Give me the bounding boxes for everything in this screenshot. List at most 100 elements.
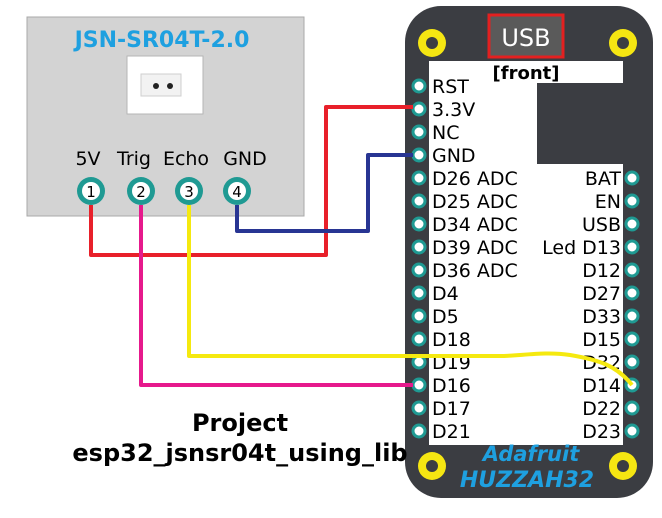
pin-label: D17 <box>432 398 471 420</box>
board-pin-d5: D5 <box>411 306 459 328</box>
board-pin-usb: USB <box>582 214 640 236</box>
sensor-pin-number: 4 <box>232 183 242 201</box>
pin-label: USB <box>582 214 621 236</box>
board-pin-nc: NC <box>411 122 459 144</box>
board-pin-bat: BAT <box>585 168 640 190</box>
pin-label: D5 <box>432 306 459 328</box>
sensor-pin-label-5v: 5V <box>75 148 100 170</box>
pin-label: D39 ADC <box>432 237 518 259</box>
board-pin-en: EN <box>595 191 640 213</box>
pin-label: D23 <box>582 421 621 443</box>
pin-label: D22 <box>582 398 621 420</box>
pin-pad <box>624 262 640 278</box>
project-caption: Project esp32_jsnsr04t_using_lib <box>30 408 450 468</box>
board-pin-d15: D15 <box>582 329 640 351</box>
board-pin-d21: D21 <box>411 421 471 443</box>
pin-pad <box>624 285 640 301</box>
pin-label: D25 ADC <box>432 191 518 213</box>
caption-line-1: Project <box>191 409 289 437</box>
pin-label: 3.3V <box>432 99 475 121</box>
sensor-pin-label-trig: Trig <box>116 148 151 170</box>
pin-label: D34 ADC <box>432 214 518 236</box>
pin-pad <box>624 423 640 439</box>
pin-label: D18 <box>432 329 471 351</box>
pin-pad <box>411 400 427 416</box>
sensor-pin-number: 3 <box>184 183 194 201</box>
pin-pad <box>624 400 640 416</box>
pin-pad <box>411 147 427 163</box>
pin-pad <box>624 216 640 232</box>
pin-pad <box>411 124 427 140</box>
brand-huzzah32: HUZZAH32 <box>460 468 594 493</box>
wire-trig-to-d16 <box>139 205 413 387</box>
board-pin-d25-adc: D25 ADC <box>411 191 518 213</box>
sensor-pin-label-gnd: GND <box>223 148 267 170</box>
connector-contact <box>153 83 159 89</box>
board-pin-rst: RST <box>411 76 469 98</box>
sensor-pin-3: 3 <box>175 177 203 205</box>
pin-pad <box>411 193 427 209</box>
mount-hole-top-right <box>609 29 637 57</box>
pin-label: EN <box>595 191 621 213</box>
sensor-pin-4: 4 <box>223 177 251 205</box>
pin-pad <box>624 354 640 370</box>
board-pin-d14: D14 <box>582 375 640 397</box>
board-pin-d12: D12 <box>582 260 640 282</box>
sensor-body <box>26 16 305 217</box>
pin-pad <box>411 285 427 301</box>
pin-label: D33 <box>582 306 621 328</box>
board-pin-d26-adc: D26 ADC <box>411 168 518 190</box>
pin-pad <box>624 308 640 324</box>
pin-pad <box>624 193 640 209</box>
sensor-pin-2: 2 <box>127 177 155 205</box>
pin-label: D15 <box>582 329 621 351</box>
usb-label: USB <box>501 24 550 52</box>
pin-label: RST <box>432 76 469 98</box>
board-pin-d23: D23 <box>582 421 640 443</box>
board-pin-d33: D33 <box>582 306 640 328</box>
wire-gnd-to-gnd <box>235 153 413 233</box>
pin-label: D4 <box>432 283 459 305</box>
pin-label: D21 <box>432 421 471 443</box>
label-panel-right-column <box>537 164 623 445</box>
sensor-module: JSN-SR04T-2.0 5V Trig Echo GND 1 2 3 4 <box>26 16 305 217</box>
board-pin-d27: D27 <box>582 283 640 305</box>
board-pin-d36-adc: D36 ADC <box>411 260 518 282</box>
board-pin-3-3v: 3.3V <box>411 99 475 121</box>
mount-hole-top-left <box>418 29 446 57</box>
pin-label: GND <box>432 145 476 167</box>
mount-hole-bottom-left <box>418 452 446 480</box>
label-panel-right <box>487 61 623 83</box>
pin-label: NC <box>432 122 459 144</box>
pin-pad <box>411 239 427 255</box>
pin-label: D12 <box>582 260 621 282</box>
pin-label: BAT <box>585 168 622 190</box>
pin-pad <box>624 239 640 255</box>
wire-echo-to-d14 <box>187 205 634 387</box>
front-label: [front] <box>493 63 560 84</box>
connector-socket <box>140 73 182 97</box>
wire-5v-to-3v3 <box>89 105 413 257</box>
connector-contact <box>167 83 173 89</box>
pin-pad <box>411 78 427 94</box>
pin-label: D16 <box>432 375 471 397</box>
pin-pad <box>411 331 427 347</box>
pin-pad <box>411 423 427 439</box>
board-pin-d16: D16 <box>411 375 471 397</box>
brand-adafruit: Adafruit <box>481 442 580 466</box>
board-pin-d18: D18 <box>411 329 471 351</box>
pin-label: D26 ADC <box>432 168 518 190</box>
pin-label: Led D13 <box>542 237 621 259</box>
caption-line-2: esp32_jsnsr04t_using_lib <box>72 439 408 467</box>
label-panel-left <box>429 61 537 445</box>
wires <box>89 105 634 387</box>
usb-connector <box>487 13 565 59</box>
board-pin-d17: D17 <box>411 398 471 420</box>
pin-label: D36 ADC <box>432 260 518 282</box>
pin-pad <box>411 170 427 186</box>
pin-label: D27 <box>582 283 621 305</box>
